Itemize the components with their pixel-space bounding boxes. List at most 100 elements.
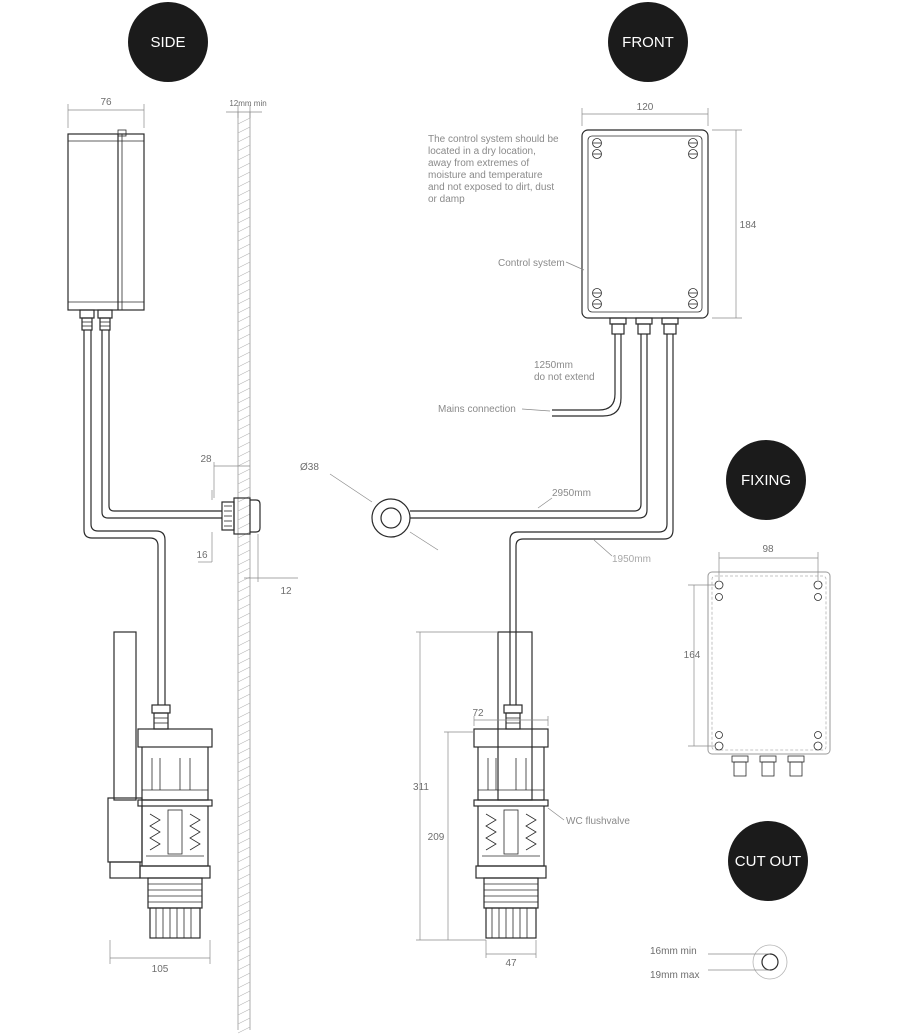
wall-hatch-line <box>237 126 251 134</box>
wall-hatch-line <box>237 432 251 440</box>
wall-hatch-line <box>237 945 251 953</box>
wall-hatch-line <box>237 531 251 539</box>
wall-hatch-line <box>237 234 251 242</box>
wall-hatch-line <box>237 972 251 980</box>
side-valve-width-dimension: 105 <box>109 940 211 975</box>
wall-hatch-line <box>237 306 251 314</box>
dim-311: 311 <box>413 782 429 793</box>
wall-hatch-line <box>237 657 251 665</box>
side-badge: SIDE <box>128 2 208 82</box>
wall-hatch-line <box>237 495 251 503</box>
wall <box>237 112 251 1034</box>
wall-hatch-line <box>237 783 251 791</box>
wall-hatch-line <box>237 765 251 773</box>
wall-hatch-line <box>237 864 251 872</box>
wall-hatch-line <box>237 648 251 656</box>
note-line-2: located in a dry location, <box>428 146 536 157</box>
wall-hatch-line <box>237 324 251 332</box>
ring-diameter-label: Ø38 <box>300 462 319 473</box>
fixing-badge: FIXING <box>726 440 806 520</box>
wall-hatch-line <box>237 927 251 935</box>
cable-2950-label: 2950mm <box>552 488 591 499</box>
wall-hatch-line <box>237 468 251 476</box>
wall-hatch-line <box>237 621 251 629</box>
wall-hatch-line <box>237 684 251 692</box>
wall-hatch-line <box>237 387 251 395</box>
wall-hatch-line <box>237 891 251 899</box>
front-note: The control system should be located in … <box>428 134 559 205</box>
wall-hatch-line <box>237 567 251 575</box>
wall-hatch-line <box>237 360 251 368</box>
front-valve-dimensions: 72 311 209 47 WC flushvalve <box>413 631 630 969</box>
wall-hatch-line <box>237 711 251 719</box>
wall-hatch-line <box>237 594 251 602</box>
wall-hatch-line <box>237 612 251 620</box>
wall-hatch-line <box>237 639 251 647</box>
wall-hatch-line <box>237 441 251 449</box>
front-badge: FRONT <box>608 2 688 82</box>
wall-hatch-line <box>237 162 251 170</box>
wall-hatch-line <box>237 369 251 377</box>
wall-hatch-line <box>237 999 251 1007</box>
wall-hatch-line <box>237 342 251 350</box>
wall-hatch-line <box>237 207 251 215</box>
cable-1950-label: 1950mm <box>612 554 651 565</box>
wall-hatch-line <box>237 900 251 908</box>
wall-hatch-line <box>237 990 251 998</box>
control-box-side <box>67 129 145 331</box>
mains-connection-label: Mains connection <box>438 404 516 415</box>
wall-hatch-line <box>237 279 251 287</box>
wall-hatch-line <box>237 450 251 458</box>
wall-hatch-line <box>237 792 251 800</box>
wall-hatch-line <box>237 981 251 989</box>
wall-hatch-line <box>237 216 251 224</box>
wall-hatch-line <box>237 198 251 206</box>
wall-hatch-line <box>237 261 251 269</box>
wall-hatch-line <box>237 738 251 746</box>
wall-hatch-line <box>237 414 251 422</box>
wall-hatch-line <box>237 675 251 683</box>
dim-47: 47 <box>505 958 517 969</box>
wall-hatch-line <box>237 144 251 152</box>
wall-hatch-line <box>237 963 251 971</box>
note-line-3: away from extremes of <box>428 158 529 169</box>
wall-hatch-line <box>237 855 251 863</box>
side-box-width-dimension: 76 <box>67 97 145 128</box>
dim-28: 28 <box>200 454 212 465</box>
wall-hatch-line <box>237 747 251 755</box>
dim-16: 16 <box>196 550 208 561</box>
wall-hatch-line <box>237 819 251 827</box>
wall-hatch-line <box>237 666 251 674</box>
note-line-4: moisture and temperature <box>428 170 543 181</box>
wall-hatch-line <box>237 117 251 125</box>
wall-hatch-line <box>237 1017 251 1025</box>
note-line-5: and not exposed to dirt, dust <box>428 182 554 193</box>
cable-notes: 1250mm do not extend Mains connection 29… <box>438 360 651 565</box>
wall-hatch-line <box>237 936 251 944</box>
flush-valve-front <box>473 631 549 939</box>
fixing-plate <box>707 571 831 777</box>
wall-hatch-line <box>237 477 251 485</box>
wall-hatch-line <box>237 189 251 197</box>
side-cables <box>83 330 222 705</box>
front-box-width: 120 <box>637 102 654 113</box>
wall-hatch-line <box>237 729 251 737</box>
wall-hatch-line <box>237 153 251 161</box>
cutout-title: CUT OUT <box>735 853 801 870</box>
wall-hatch-line <box>237 693 251 701</box>
dim-72: 72 <box>472 708 484 719</box>
wall-hatch-line <box>237 846 251 854</box>
wall-hatch-line <box>237 504 251 512</box>
note-line-6: or damp <box>428 194 465 205</box>
wall-hatch-line <box>237 522 251 530</box>
cable-length-note: 1250mm <box>534 360 573 371</box>
wall-min-label: 12mm min <box>229 99 266 108</box>
dim-98: 98 <box>762 544 774 555</box>
dim-209: 209 <box>428 832 445 843</box>
control-system-label: Control system <box>498 258 565 269</box>
wall-hatch-line <box>237 918 251 926</box>
control-box-front <box>581 129 709 335</box>
wall-hatch-line <box>237 378 251 386</box>
wall-hatch-line <box>237 756 251 764</box>
wall-hatch-line <box>237 243 251 251</box>
